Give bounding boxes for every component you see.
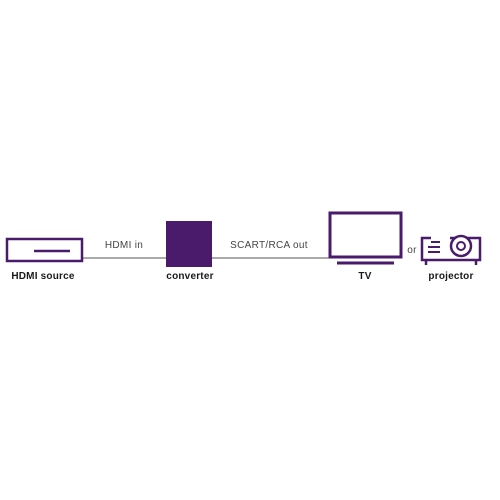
projector-icon <box>420 234 482 265</box>
tv-label: TV <box>358 271 372 282</box>
hdmi-source-label: HDMI source <box>11 271 75 282</box>
converter-label: converter <box>166 271 214 282</box>
converter-box-icon <box>166 221 212 267</box>
projector-label: projector <box>428 271 474 282</box>
hdmi-source-box-icon <box>5 237 84 263</box>
tv-icon <box>328 211 403 265</box>
hdmi-in-label: HDMI in <box>104 240 144 251</box>
scart-rca-out-label: SCART/RCA out <box>230 240 308 251</box>
or-separator-text: or <box>407 245 417 256</box>
